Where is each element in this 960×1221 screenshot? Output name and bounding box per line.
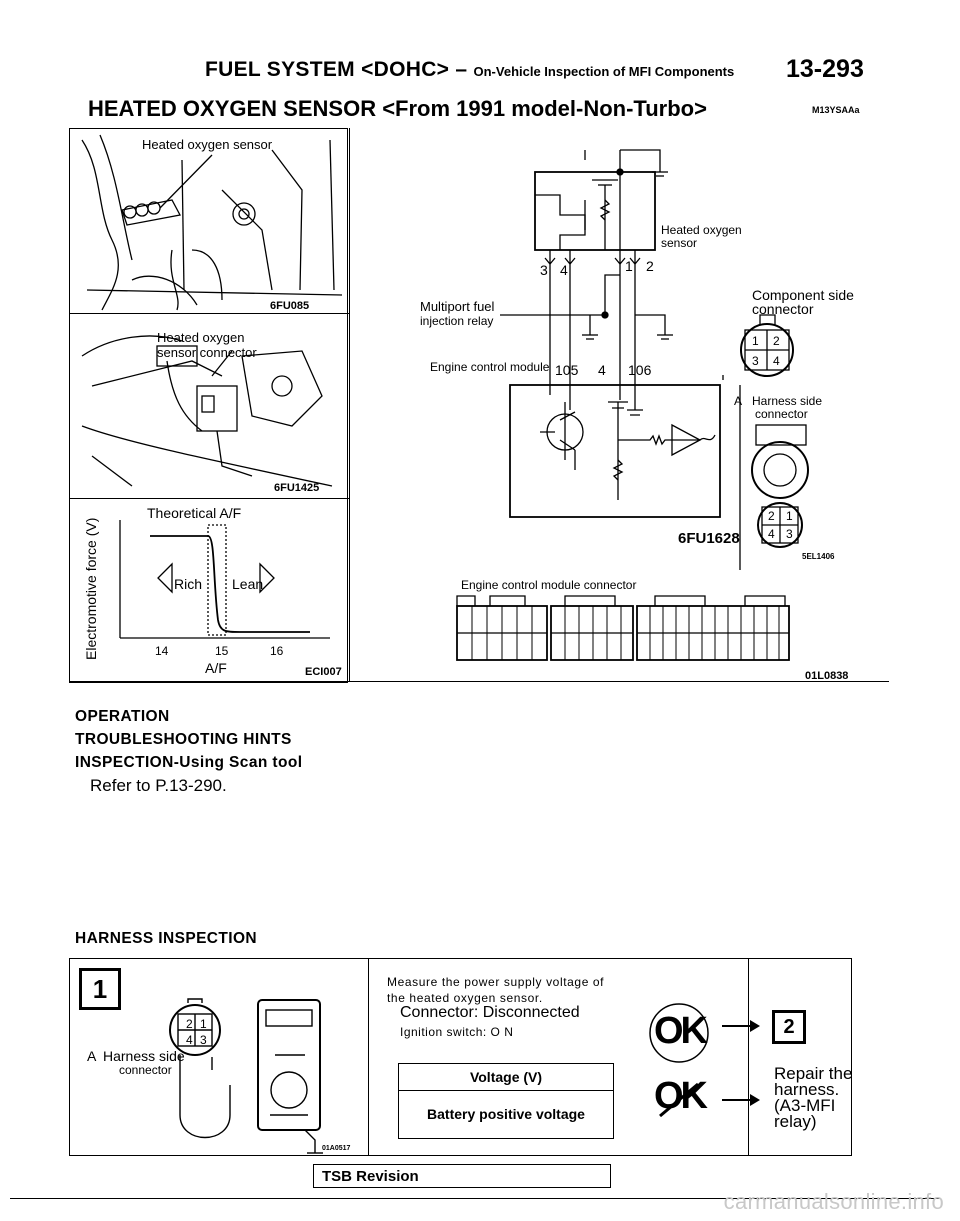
ng-slash — [659, 1082, 699, 1118]
ok-circle — [649, 1003, 709, 1063]
tsb-revision-box: TSB Revision — [313, 1164, 611, 1188]
af-graph — [119, 520, 330, 639]
relay-label-line2: injection relay — [420, 314, 494, 328]
harness-connector-marker: A — [734, 394, 743, 408]
step1-divider — [748, 958, 749, 1156]
arrow-icon — [722, 1020, 760, 1032]
graph-ylabel: Electromotive force (V) — [83, 517, 99, 660]
heading-operation: OPERATION — [75, 708, 170, 725]
photo1-label: Heated oxygen sensor — [142, 137, 273, 152]
harness-pin-2: 2 — [768, 509, 775, 523]
arrow-icon — [722, 1094, 760, 1106]
engine-photo-1 — [81, 134, 343, 311]
figure-divider — [69, 498, 349, 499]
step1-harness-line1: Harness side — [103, 1048, 185, 1064]
ecm-pin-4: 4 — [598, 362, 606, 378]
step1-pin-2: 2 — [186, 1017, 193, 1031]
photo2-code: 6FU1425 — [274, 482, 320, 494]
next-step-box[interactable]: 2 — [772, 1010, 806, 1044]
step1-frame — [69, 958, 852, 1156]
graph-lean-label: Lean — [232, 576, 264, 592]
voltage-table-header: Voltage (V) — [399, 1064, 613, 1091]
ecm-label: Engine control module — [430, 360, 550, 374]
circuit-pin-4: 4 — [560, 262, 568, 278]
circuit-sensor-label-line2: sensor — [661, 236, 698, 250]
component-pin-2: 2 — [773, 334, 780, 348]
photo1-code: 6FU085 — [270, 300, 310, 312]
left-figure-frame — [69, 128, 348, 683]
circuit-pin-1: 1 — [625, 258, 633, 274]
graph-tick-14: 14 — [155, 644, 169, 658]
step1-number: 1 — [79, 968, 121, 1010]
step1-code: 01A0517 — [322, 1145, 351, 1152]
ng-badge: OK — [654, 1075, 708, 1117]
harness-pin-4: 4 — [768, 527, 775, 541]
step1-divider — [368, 958, 369, 1156]
step1-pin-1: 1 — [200, 1017, 207, 1031]
footer-rule — [10, 1198, 940, 1199]
harness-connector-line1: Harness side — [752, 394, 823, 408]
step1-condition1: Connector: Disconnected — [400, 1004, 580, 1021]
figure-column-rule — [349, 128, 350, 681]
repair-line2: harness. — [774, 1080, 840, 1099]
harness-pin-3: 3 — [786, 527, 793, 541]
page-number: 13-293 — [786, 55, 864, 83]
graph-code: ECI007 — [305, 666, 342, 678]
graph-tick-15: 15 — [215, 644, 229, 658]
circuit-code: 6FU1628 — [678, 530, 740, 547]
circuit-diagram — [500, 149, 809, 570]
connector-code: 5EL1406 — [802, 552, 835, 561]
heading-inspection: INSPECTION-Using Scan tool — [75, 754, 303, 771]
header-subtitle: On-Vehicle Inspection of MFI Components — [473, 64, 735, 79]
circuit-pin-2: 2 — [646, 258, 654, 274]
circuit-pin-3: 3 — [540, 262, 548, 278]
graph-title: Theoretical A/F — [147, 505, 242, 521]
repair-line1: Repair the — [774, 1064, 853, 1083]
heading-harness-inspection: HARNESS INSPECTION — [75, 930, 258, 947]
component-pin-4: 4 — [773, 354, 780, 368]
ecm-pin-106: 106 — [628, 362, 652, 378]
photo2-label-line2: sensor connector — [157, 345, 257, 360]
figure-bottom-rule — [69, 681, 889, 682]
graph-xlabel: A/F — [205, 660, 227, 676]
engine-photo-2 — [81, 335, 333, 487]
component-connector-line2: connector — [752, 301, 814, 317]
graph-rich-label: Rich — [174, 576, 203, 592]
ecm-connector-drawing — [456, 595, 790, 661]
component-connector-line1: Component side — [752, 287, 854, 303]
voltage-table: Voltage (V) Battery positive voltage — [398, 1063, 614, 1139]
section-title: HEATED OXYGEN SENSOR <From 1991 model-No… — [88, 96, 707, 121]
step1-pin-4: 4 — [186, 1033, 193, 1047]
component-pin-3: 3 — [752, 354, 759, 368]
repair-line4: relay) — [774, 1112, 817, 1131]
ok-badge: OK — [654, 1010, 708, 1052]
photo2-label-line1: Heated oxygen — [157, 330, 245, 345]
repair-line3: (A3-MFI — [774, 1096, 836, 1115]
harness-pin-1: 1 — [786, 509, 793, 523]
figure-divider — [69, 313, 349, 314]
step1-harness-line2: connector — [119, 1063, 172, 1077]
heading-troubleshooting: TROUBLESHOOTING HINTS — [75, 731, 292, 748]
circuit-sensor-label-line1: Heated oxygen — [661, 223, 742, 237]
header-title: FUEL SYSTEM <DOHC> – On-Vehicle Inspecti… — [205, 58, 735, 81]
step1-condition2: Ignition switch: O N — [400, 1025, 514, 1039]
section-code: M13YSAAa — [812, 105, 860, 115]
relay-label-line1: Multiport fuel — [420, 299, 495, 314]
step1-meter-drawing — [169, 998, 323, 1154]
ecm-pin-105: 105 — [555, 362, 579, 378]
harness-connector-line2: connector — [755, 407, 808, 421]
refer-text: Refer to P.13-290. — [90, 776, 227, 795]
step1-harness-marker: A — [87, 1048, 97, 1064]
voltage-table-value: Battery positive voltage — [427, 1106, 585, 1122]
step1-instruction-line2: the heated oxygen sensor. — [387, 991, 543, 1005]
watermark: carmanualsonline.info — [723, 1189, 944, 1214]
step1-instruction-line1: Measure the power supply voltage of — [387, 975, 605, 989]
ecm-connector-code: 01L0838 — [805, 670, 849, 682]
step1-pin-3: 3 — [200, 1033, 207, 1047]
graph-tick-16: 16 — [270, 644, 284, 658]
component-pin-1: 1 — [752, 334, 759, 348]
ecm-connector-label: Engine control module connector — [461, 578, 637, 592]
